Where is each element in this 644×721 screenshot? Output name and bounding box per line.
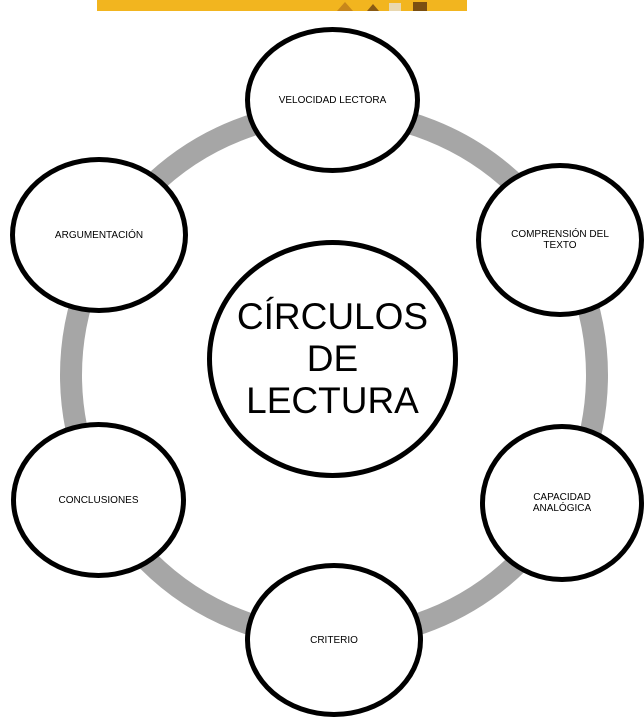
node-velocidad-lectora: VELOCIDAD LECTORA <box>245 27 420 173</box>
node-label: CONCLUSIONES <box>58 494 139 506</box>
node-label: COMPRENSIÓN DEL TEXTO <box>511 229 609 251</box>
node-capacidad-analogica: CAPACIDAD ANALÓGICA <box>480 424 644 582</box>
center-title: CÍRCULOS DE LECTURA <box>236 296 429 421</box>
center-circle: CÍRCULOS DE LECTURA <box>207 240 458 478</box>
top-banner <box>97 0 467 11</box>
node-criterio: CRITERIO <box>245 563 423 717</box>
node-label: CRITERIO <box>310 634 358 646</box>
node-comprension-del-texto: COMPRENSIÓN DEL TEXTO <box>476 163 644 317</box>
node-label: VELOCIDAD LECTORA <box>278 94 387 106</box>
node-conclusiones: CONCLUSIONES <box>11 422 186 578</box>
banner-decoration-icon <box>337 2 427 11</box>
node-label: ARGUMENTACIÓN <box>54 229 144 241</box>
node-argumentacion: ARGUMENTACIÓN <box>10 157 188 313</box>
node-label: CAPACIDAD ANALÓGICA <box>532 492 592 514</box>
